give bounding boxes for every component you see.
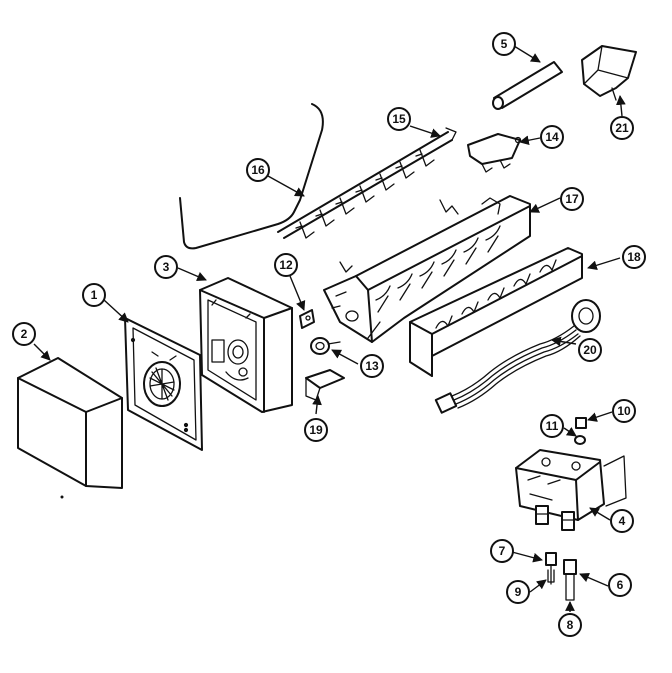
part-washer xyxy=(574,435,586,445)
svg-text:5: 5 xyxy=(501,37,508,51)
svg-text:14: 14 xyxy=(545,130,559,144)
svg-text:8: 8 xyxy=(567,618,574,632)
part-water-valve xyxy=(515,449,627,531)
part-ejector-blade xyxy=(277,127,457,239)
svg-text:19: 19 xyxy=(309,423,323,437)
part-cap xyxy=(575,417,587,429)
svg-text:3: 3 xyxy=(163,260,170,274)
callout-19: 19 xyxy=(304,418,328,442)
svg-text:1: 1 xyxy=(91,288,98,302)
leader-lines xyxy=(33,45,626,612)
part-arm-bracket xyxy=(467,133,522,173)
part-ice-mold xyxy=(323,195,531,343)
callout-6: 6 xyxy=(608,573,632,597)
part-clip xyxy=(299,309,315,329)
callout-21: 21 xyxy=(610,116,634,140)
callout-7: 7 xyxy=(490,539,514,563)
svg-text:18: 18 xyxy=(627,250,641,264)
part-fitting-small xyxy=(545,552,557,585)
callout-18: 18 xyxy=(622,245,646,269)
svg-text:7: 7 xyxy=(499,544,506,558)
callout-5: 5 xyxy=(492,32,516,56)
part-fill-tube xyxy=(492,61,563,110)
callout-4: 4 xyxy=(610,509,634,533)
svg-text:17: 17 xyxy=(565,192,579,206)
svg-text:2: 2 xyxy=(21,327,28,341)
svg-text:13: 13 xyxy=(365,359,379,373)
callout-10: 10 xyxy=(612,399,636,423)
svg-text:6: 6 xyxy=(617,578,624,592)
callout-12: 12 xyxy=(274,253,298,277)
part-cover-box xyxy=(17,357,123,499)
callout-14: 14 xyxy=(540,125,564,149)
callout-9: 9 xyxy=(506,580,530,604)
svg-text:10: 10 xyxy=(617,404,631,418)
callout-15: 15 xyxy=(387,107,411,131)
part-stripper xyxy=(409,247,583,377)
svg-text:4: 4 xyxy=(619,514,626,528)
callout-8: 8 xyxy=(558,613,582,637)
svg-text:12: 12 xyxy=(279,258,293,272)
part-fitting-large xyxy=(563,559,577,601)
part-bail-wire xyxy=(179,103,324,250)
part-module-housing xyxy=(199,277,293,413)
svg-text:16: 16 xyxy=(251,163,265,177)
callout-3: 3 xyxy=(154,255,178,279)
callout-13: 13 xyxy=(360,354,384,378)
part-small-bracket xyxy=(305,369,345,401)
callout-1: 1 xyxy=(82,283,106,307)
part-mounting-plate xyxy=(124,317,203,451)
part-thermostat xyxy=(310,337,341,355)
part-fill-cup xyxy=(581,45,637,101)
callout-11: 11 xyxy=(540,414,564,438)
svg-text:15: 15 xyxy=(392,112,406,126)
callout-2: 2 xyxy=(12,322,36,346)
svg-text:20: 20 xyxy=(583,343,597,357)
svg-text:9: 9 xyxy=(515,585,522,599)
callout-16: 16 xyxy=(246,158,270,182)
callout-17: 17 xyxy=(560,187,584,211)
svg-text:11: 11 xyxy=(546,419,559,433)
svg-text:21: 21 xyxy=(615,121,629,135)
callout-20: 20 xyxy=(578,338,602,362)
